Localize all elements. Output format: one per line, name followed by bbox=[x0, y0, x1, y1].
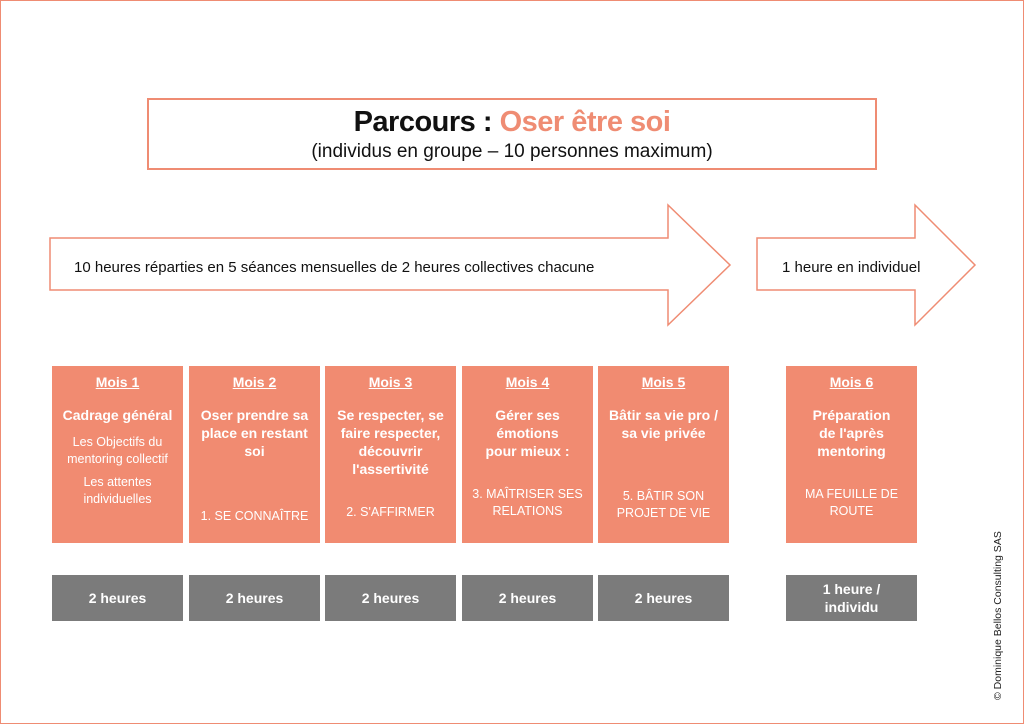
month-card-2: Mois 2 Oser prendre sa place en restant … bbox=[189, 366, 320, 543]
month-detail: Les Objectifs du mentoring collectif bbox=[67, 435, 168, 466]
month-card-1: Mois 1 Cadrage général Les Objectifs du … bbox=[52, 366, 183, 543]
month-name: Mois 4 bbox=[505, 374, 550, 390]
month-heading: Bâtir sa vie pro / sa vie privée bbox=[609, 407, 718, 441]
month-name: Mois 6 bbox=[829, 374, 874, 390]
month-name: Mois 2 bbox=[232, 374, 277, 390]
collective-hours-label: 10 heures réparties en 5 séances mensuel… bbox=[74, 259, 595, 276]
title-box: Parcours : Oser être soi (individus en g… bbox=[147, 98, 877, 170]
month-card-4: Mois 4 Gérer ses émotions pour mieux : 3… bbox=[462, 366, 593, 543]
copyright-notice: © Dominique Bellos Consulting SAS bbox=[992, 531, 1004, 700]
month-detail: 1. SE CONNAÎTRE bbox=[200, 509, 309, 523]
month-heading: Oser prendre sa place en restant soi bbox=[200, 407, 309, 459]
individual-hour-arrow bbox=[756, 203, 977, 327]
title-prefix: Parcours : bbox=[353, 106, 493, 138]
duration-box-2: 2 heures bbox=[189, 575, 320, 621]
duration-box-3: 2 heures bbox=[325, 575, 456, 621]
duration-box-1: 2 heures bbox=[52, 575, 183, 621]
duration-box-4: 2 heures bbox=[462, 575, 593, 621]
month-card-6: Mois 6 Préparation de l'après mentoring … bbox=[786, 366, 917, 543]
month-heading: Gérer ses émotions pour mieux : bbox=[485, 407, 570, 459]
month-detail: 3. MAÎTRISER SES RELATIONS bbox=[472, 487, 583, 518]
duration-box-6: 1 heure / individu bbox=[786, 575, 917, 621]
month-name: Mois 5 bbox=[641, 374, 686, 390]
month-name: Mois 3 bbox=[368, 374, 413, 390]
month-card-5: Mois 5 Bâtir sa vie pro / sa vie privée … bbox=[598, 366, 729, 543]
month-name: Mois 1 bbox=[95, 374, 140, 390]
month-detail: 2. S'AFFIRMER bbox=[346, 505, 435, 519]
page-title: Parcours : Oser être soi bbox=[149, 106, 875, 139]
title-highlight: Oser être soi bbox=[499, 106, 671, 138]
month-heading: Préparation de l'après mentoring bbox=[812, 407, 891, 459]
duration-box-5: 2 heures bbox=[598, 575, 729, 621]
month-detail: MA FEUILLE DE ROUTE bbox=[804, 487, 899, 518]
individual-hour-label: 1 heure en individuel bbox=[782, 259, 921, 276]
month-heading: Se respecter, se faire respecter, découv… bbox=[337, 407, 444, 477]
month-detail: 5. BÂTIR SON PROJET DE VIE bbox=[616, 489, 711, 520]
month-card-3: Mois 3 Se respecter, se faire respecter,… bbox=[325, 366, 456, 543]
month-heading: Cadrage général bbox=[62, 407, 173, 423]
month-detail: Les attentes individuelles bbox=[83, 475, 152, 506]
collective-hours-arrow bbox=[49, 203, 732, 327]
page-subtitle: (individus en groupe – 10 personnes maxi… bbox=[311, 141, 713, 162]
